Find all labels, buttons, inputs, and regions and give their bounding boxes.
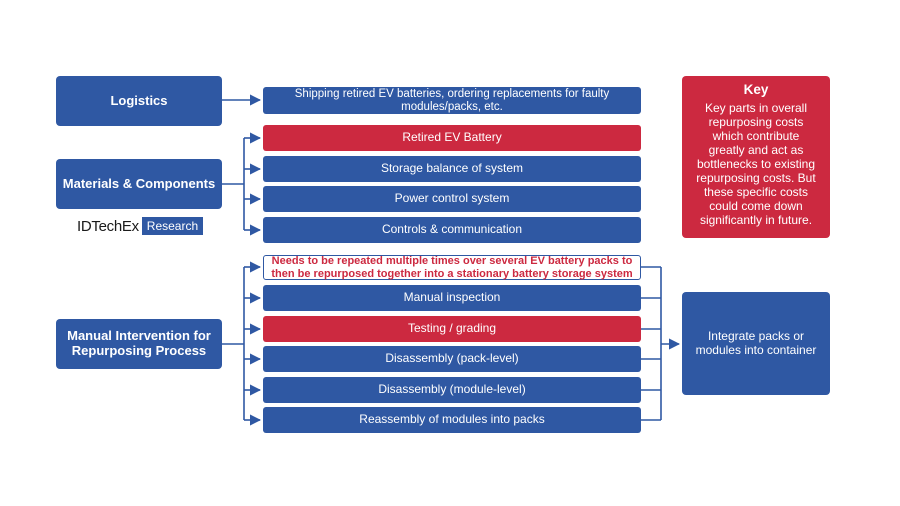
- manual-item-disassembly-module: Disassembly (module-level): [263, 377, 641, 403]
- idtechex-logo: IDTechEx Research: [77, 217, 204, 235]
- category-materials-components: Materials & Components: [56, 159, 222, 209]
- key-title: Key: [743, 82, 769, 97]
- manual-item-reassembly: Reassembly of modules into packs: [263, 407, 641, 433]
- category-manual-intervention: Manual Intervention for Repurposing Proc…: [56, 319, 222, 369]
- key-box: Key Key parts in overall repurposing cos…: [682, 76, 830, 238]
- integrate-box: Integrate packs or modules into containe…: [682, 292, 830, 395]
- manual-item-disassembly-pack: Disassembly (pack-level): [263, 346, 641, 372]
- materials-item-retired-ev-battery: Retired EV Battery: [263, 125, 641, 151]
- manual-repeat-note: Needs to be repeated multiple times over…: [263, 255, 641, 280]
- manual-item-testing-grading: Testing / grading: [263, 316, 641, 342]
- materials-item-storage-bos: Storage balance of system: [263, 156, 641, 182]
- logo-main-text: IDTechEx: [77, 217, 139, 235]
- key-text: Key parts in overall repurposing costs w…: [696, 100, 816, 228]
- logo-sub-text: Research: [141, 217, 204, 235]
- manual-item-inspection: Manual inspection: [263, 285, 641, 311]
- materials-item-controls-communication: Controls & communication: [263, 217, 641, 243]
- materials-item-power-control: Power control system: [263, 186, 641, 212]
- category-logistics: Logistics: [56, 76, 222, 126]
- logistics-item: Shipping retired EV batteries, ordering …: [263, 87, 641, 114]
